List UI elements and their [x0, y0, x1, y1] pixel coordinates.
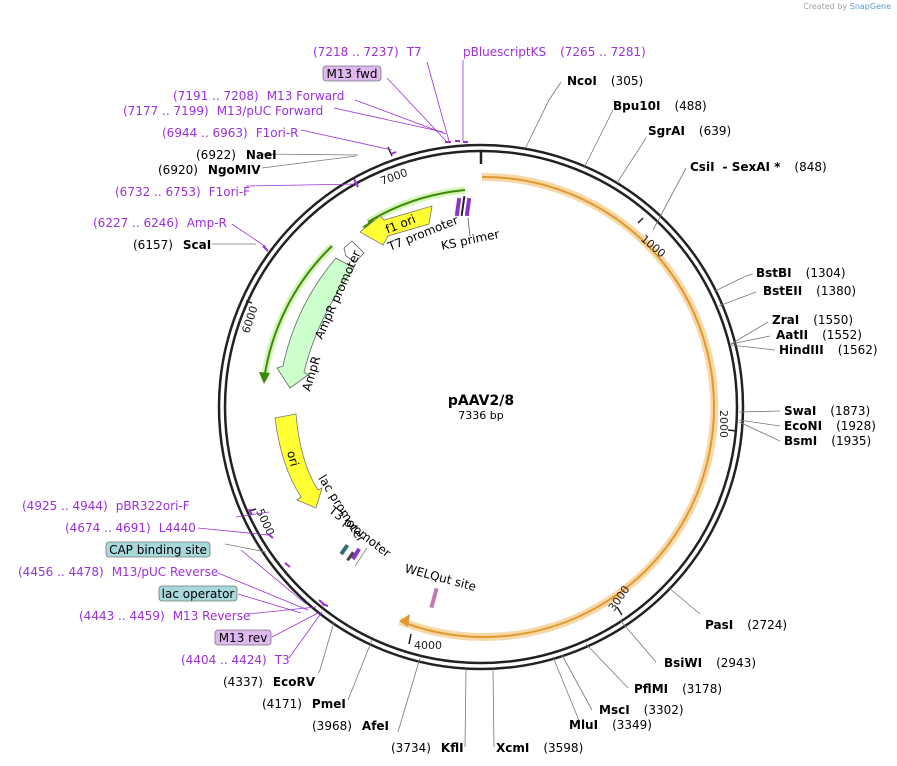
tick-6000: 6000	[239, 304, 260, 335]
feature-f1-ori[interactable]: f1 ori	[359, 205, 433, 246]
callout-m13-rev[interactable]: M13 rev	[214, 629, 272, 646]
callout-cap-binding-site[interactable]: CAP binding site	[105, 541, 211, 558]
leader-lines	[212, 81, 781, 748]
orange-arrow-head	[399, 614, 410, 627]
enzyme-swai[interactable]: SwaI(1873)	[784, 404, 870, 418]
enzyme-hindiii[interactable]: HindIII(1562)	[779, 343, 878, 357]
welqut-label: WELQut site	[403, 561, 478, 594]
feature-welqut-site[interactable]: WELQut site	[403, 561, 478, 609]
primer-l4440[interactable]: (4674 .. 4691)L4440	[65, 521, 196, 535]
tick-2000: 2000	[717, 410, 730, 438]
primer-amp-r[interactable]: (6227 .. 6246)Amp-R	[93, 216, 227, 230]
orange-feature-arrow	[404, 175, 715, 638]
enzyme-zrai[interactable]: ZraI(1550)	[772, 313, 853, 327]
svg-text:M13 fwd: M13 fwd	[327, 67, 378, 81]
plasmid-name: pAAV2/8	[448, 393, 514, 409]
enzyme-pflmi[interactable]: PflMI(3178)	[634, 682, 722, 696]
enzyme-scai[interactable]: (6157)ScaI	[133, 238, 211, 252]
enzyme-ncoi[interactable]: NcoI(305)	[567, 74, 643, 88]
primer-m13-puc-reverse[interactable]: (4456 .. 4478)M13/pUC Reverse	[18, 565, 218, 579]
green-arc-ampr	[259, 243, 335, 384]
primer-f1ori-f[interactable]: (6732 .. 6753)F1ori-F	[115, 185, 250, 199]
callout-lac-operator[interactable]: lac operator	[158, 585, 238, 602]
primer-labels: (7218 .. 7237)T7 pBluescriptKS(7265 .. 7…	[18, 45, 646, 667]
primer-m13-reverse[interactable]: (4443 .. 4459)M13 Reverse	[79, 609, 250, 623]
enzyme-naei[interactable]: (6922)NaeI	[196, 148, 277, 162]
ks-primer-label: KS primer	[440, 227, 501, 253]
snapgene-credit: Created by SnapGene	[803, 2, 891, 11]
primer-pbr322ori-f[interactable]: (4925 .. 4944)pBR322ori-F	[22, 499, 190, 513]
svg-text:CAP binding site: CAP binding site	[109, 543, 207, 557]
feature-ampr[interactable]: AmpR promoter AmpR	[276, 248, 364, 393]
primer-f1ori-r[interactable]: (6944 .. 6963)F1ori-R	[162, 126, 299, 140]
enzyme-bstbi[interactable]: BstBI(1304)	[756, 266, 846, 280]
primer-m13-puc-forward[interactable]: (7177 .. 7199)M13/pUC Forward	[123, 104, 323, 118]
tick-4000: 4000	[414, 639, 442, 652]
enzyme-labels: NcoI(305) Bpu10I(488) SgrAI(639) CsiI- S…	[133, 74, 878, 755]
backbone	[217, 143, 745, 671]
primer-pbluescriptks[interactable]: pBluescriptKS(7265 .. 7281)	[463, 45, 646, 59]
green-arc-f1	[362, 186, 466, 230]
enzyme-bsiwi[interactable]: BsiWI(2943)	[664, 656, 756, 670]
callout-m13-fwd[interactable]: M13 fwd	[322, 65, 382, 82]
svg-text:lac operator: lac operator	[162, 587, 235, 601]
enzyme-mlui[interactable]: MluI(3349)	[569, 718, 652, 732]
enzyme-afei[interactable]: (3968)AfeI	[312, 719, 389, 733]
enzyme-bsteii[interactable]: BstEII(1380)	[763, 284, 856, 298]
enzyme-kfli[interactable]: (3734)KflI	[391, 741, 464, 755]
enzyme-pasi[interactable]: PasI(2724)	[705, 618, 787, 632]
primer-leader-lines	[197, 60, 464, 659]
primer-bars	[248, 140, 468, 607]
enzyme-aatii[interactable]: AatII(1552)	[776, 328, 862, 342]
svg-text:M13 rev: M13 rev	[219, 631, 268, 645]
enzyme-econi[interactable]: EcoNI(1928)	[784, 419, 876, 433]
enzyme-sgrai[interactable]: SgrAI(639)	[648, 124, 731, 138]
primer-t7[interactable]: (7218 .. 7237)T7	[313, 45, 422, 59]
enzyme-pmei[interactable]: (4171)PmeI	[262, 697, 346, 711]
enzyme-csii-sexai[interactable]: CsiI- SexAI *(848)	[690, 160, 827, 174]
snapgene-logo: SnapGene	[849, 2, 891, 11]
plasmid-length: 7336 bp	[458, 409, 503, 422]
lac-region-marks	[339, 543, 368, 567]
callout-boxes: M13 fwd CAP binding site lac operator M1…	[105, 65, 382, 646]
enzyme-msci[interactable]: MscI(3302)	[599, 703, 684, 717]
enzyme-ngomiv[interactable]: (6920)NgoMIV	[158, 163, 261, 177]
enzyme-bpu10i[interactable]: Bpu10I(488)	[613, 99, 707, 113]
enzyme-xcmi[interactable]: XcmI(3598)	[496, 741, 583, 755]
primer-m13-forward[interactable]: (7191 .. 7208)M13 Forward	[173, 89, 344, 103]
ori-label: ori	[284, 449, 302, 468]
enzyme-ecorv[interactable]: (4337)EcoRV	[223, 675, 316, 689]
feature-ori[interactable]: ori	[274, 413, 323, 509]
enzyme-bsmi[interactable]: BsmI(1935)	[784, 434, 871, 448]
primer-t3[interactable]: (4404 .. 4424)T3	[181, 653, 290, 667]
